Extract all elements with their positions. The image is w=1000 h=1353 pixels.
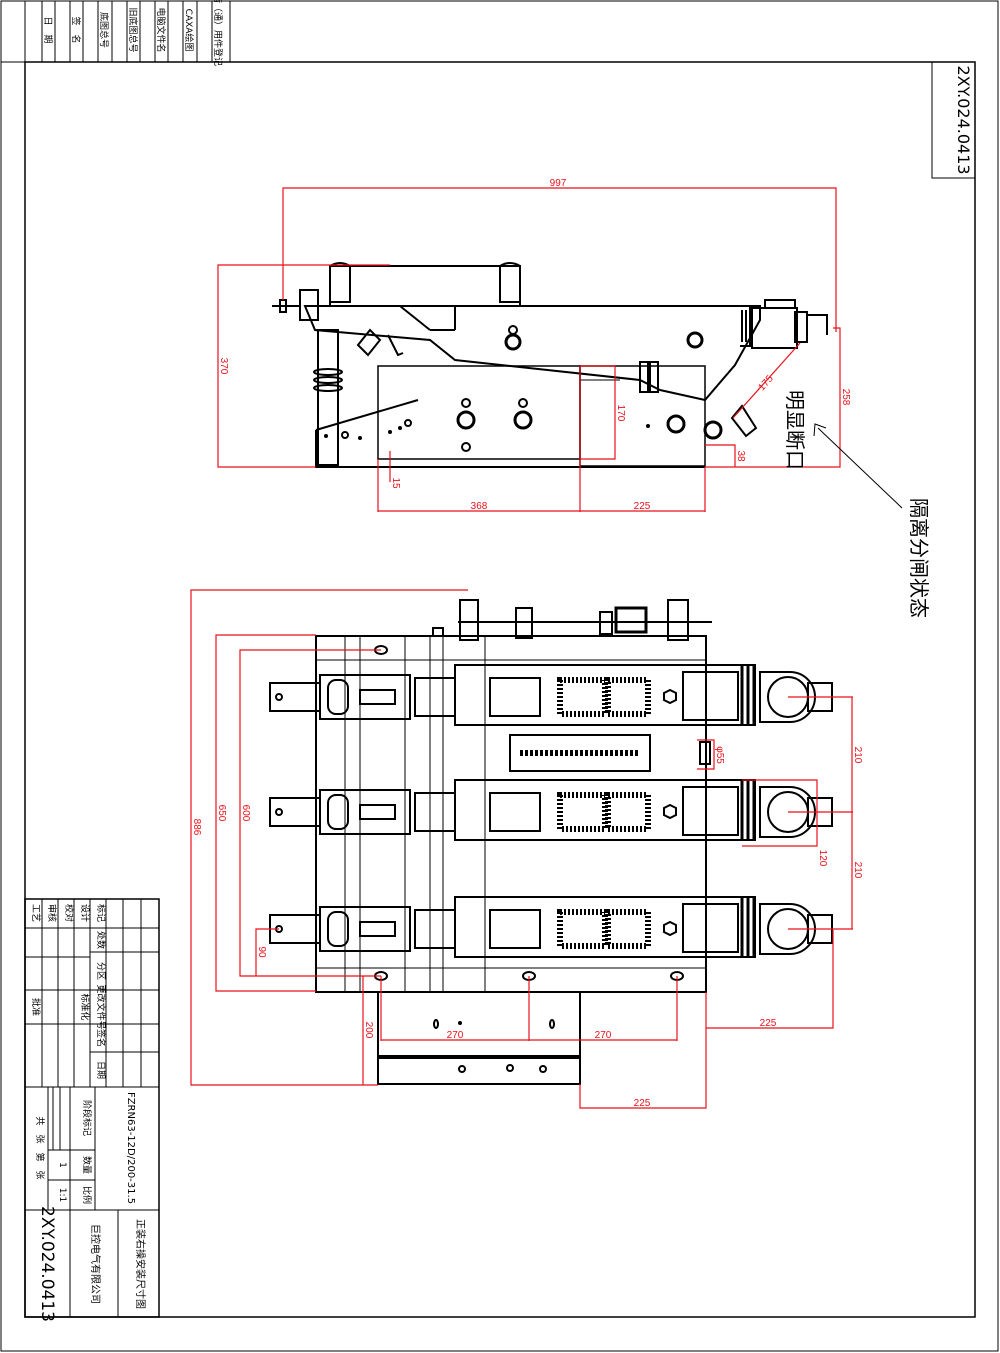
dim-210-upper: 210 [852,747,863,764]
role-process: 工艺 [30,904,41,922]
standardization-label: 标准化 [79,993,91,1020]
dim-225-right: 225 [760,1018,777,1029]
dim-225-bottom: 225 [634,1098,651,1109]
scale-value: 1:1 [57,1188,67,1202]
dim-600: 600 [240,805,251,822]
phase-1 [269,664,833,726]
strip-signature: 签 名 [70,16,82,43]
drawing-title: 正装右操安装尺寸图 [134,1219,147,1309]
title-block: 工艺 审核 校对 设计 批准 标准化 标记 处数 分区 更改文件号 签名 日期 … [24,898,160,1322]
dim-175: 175 [756,373,776,393]
visible-break-label: 明显断口 [783,390,807,470]
dim-90: 90 [256,946,267,958]
leader-arrow-icon [813,423,827,437]
role-review: 审核 [46,904,58,922]
stage-mark-label: 阶段标记 [81,1100,93,1136]
title-drawing-number: 2XY.024.0413 [37,1206,57,1322]
sheet-info: 共 张 第 张 [34,1116,46,1179]
dim-120: 120 [817,850,828,867]
side-view-annotations: 明显断口 隔离分闸状态 [783,390,931,618]
company-name: 巨控电气有限公司 [89,1224,102,1304]
rev-header-file: 更改文件号 [95,984,107,1029]
inner-border [24,61,976,1318]
rev-header-count: 处数 [95,931,107,949]
dim-997: 997 [550,178,567,189]
corner-drawing-number: 2XY.024.0413 [954,65,973,174]
dim-258: 258 [840,389,851,406]
left-register-strip: 日 期 签 名 底图总号 旧底图总号 电脑文件名 CAXA绘图 借（通）用件登记 [1,0,231,66]
scale-label: 比例 [81,1186,93,1204]
rev-header-mark: 标记 [95,904,107,922]
strip-file-name: 电脑文件名 [155,7,167,52]
role-check: 校对 [63,904,75,922]
dim-200: 200 [363,1022,374,1039]
strip-old-base-number: 旧底图总号 [127,7,139,52]
side-view [272,262,828,468]
model-number: FZRN63-12D/200-31.5 [125,1092,136,1204]
role-design: 设计 [79,904,91,922]
quantity-value: 1 [57,1162,67,1168]
phase-3 [269,896,833,958]
top-view [269,599,833,1085]
strip-base-number: 底图总号 [98,12,110,48]
dim-225-side: 225 [634,501,651,512]
dim-phi55: φ55 [714,746,725,764]
dim-368: 368 [471,501,488,512]
dim-38: 38 [735,450,746,462]
strip-date: 日 期 [42,16,53,43]
quantity-label: 数量 [81,1156,93,1174]
dim-170: 170 [615,405,626,422]
corner-number-box: 2XY.024.0413 [931,61,976,179]
rev-header-signature: 签名 [95,1029,107,1047]
side-view-dimensions: 997 370 15 368 225 170 175 258 38 [217,178,851,512]
open-state-label: 隔离分闸状态 [907,498,931,618]
dim-270-left: 270 [447,1030,464,1041]
leader-line [817,427,903,509]
strip-caxa: CAXA绘图 [183,9,195,52]
dim-650: 650 [216,805,227,822]
dim-370: 370 [218,358,229,375]
dim-15: 15 [390,477,401,489]
approve-label: 批准 [30,998,42,1016]
phase-2 [269,779,833,841]
dim-210-lower: 210 [852,862,863,879]
dim-270-right: 270 [595,1030,612,1041]
rev-header-date: 日期 [95,1061,106,1079]
top-view-dimensions: 886 650 600 90 200 270 270 225 225 210 2… [190,589,863,1109]
dim-886: 886 [191,819,202,836]
rev-header-zone: 分区 [95,962,106,980]
strip-general-register: 借（通）用件登记 [212,0,224,66]
